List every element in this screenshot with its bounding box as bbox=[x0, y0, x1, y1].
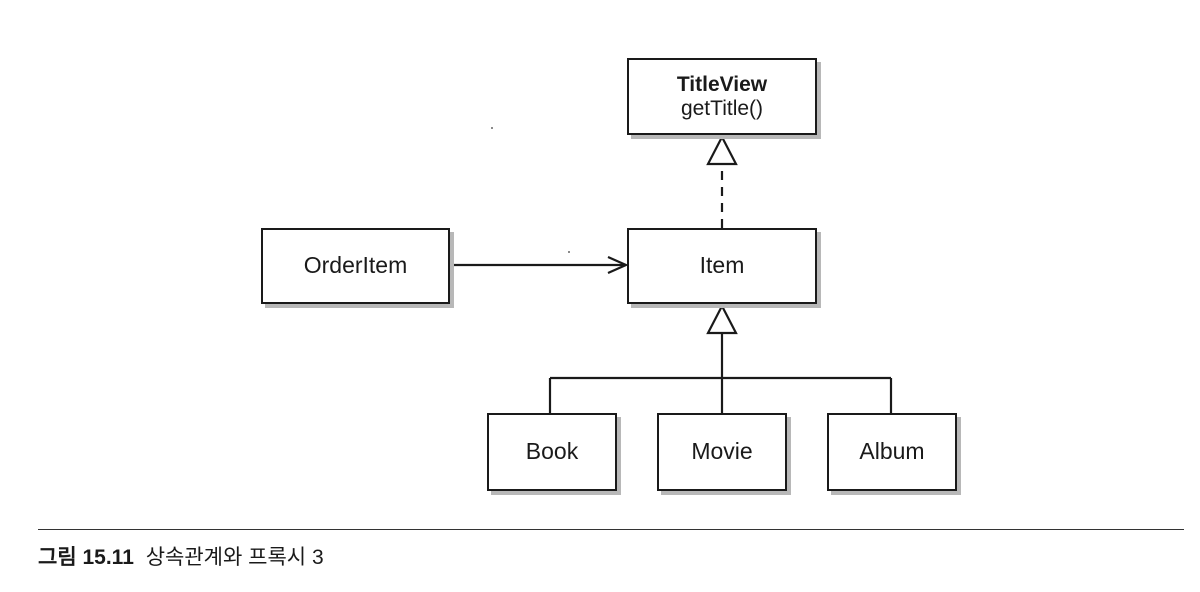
class-name-orderitem: OrderItem bbox=[303, 252, 408, 279]
class-box-titleview: TitleView getTitle() bbox=[627, 58, 817, 135]
class-name-item: Item bbox=[699, 252, 745, 279]
figure-caption-text: 상속관계와 프록시 3 bbox=[145, 546, 324, 569]
class-method-gettitle: getTitle() bbox=[680, 96, 764, 120]
scan-speck bbox=[491, 127, 493, 129]
realization-arrowhead bbox=[706, 134, 738, 166]
scan-speck bbox=[568, 251, 570, 253]
class-box-album: Album bbox=[827, 413, 957, 491]
class-name-book: Book bbox=[525, 438, 579, 465]
class-name-album: Album bbox=[859, 438, 925, 465]
class-box-item: Item bbox=[627, 228, 817, 304]
association-arrowhead bbox=[607, 255, 629, 275]
class-box-orderitem: OrderItem bbox=[261, 228, 450, 304]
figure-caption: 그림 15.11 상속관계와 프록시 3 bbox=[38, 541, 324, 571]
class-box-book: Book bbox=[487, 413, 617, 491]
class-name-titleview: TitleView bbox=[676, 73, 768, 97]
caption-divider bbox=[38, 529, 1184, 530]
class-name-movie: Movie bbox=[691, 438, 753, 465]
generalization-arrowhead bbox=[706, 303, 738, 335]
class-box-movie: Movie bbox=[657, 413, 787, 491]
figure-number: 그림 15.11 bbox=[38, 546, 134, 569]
